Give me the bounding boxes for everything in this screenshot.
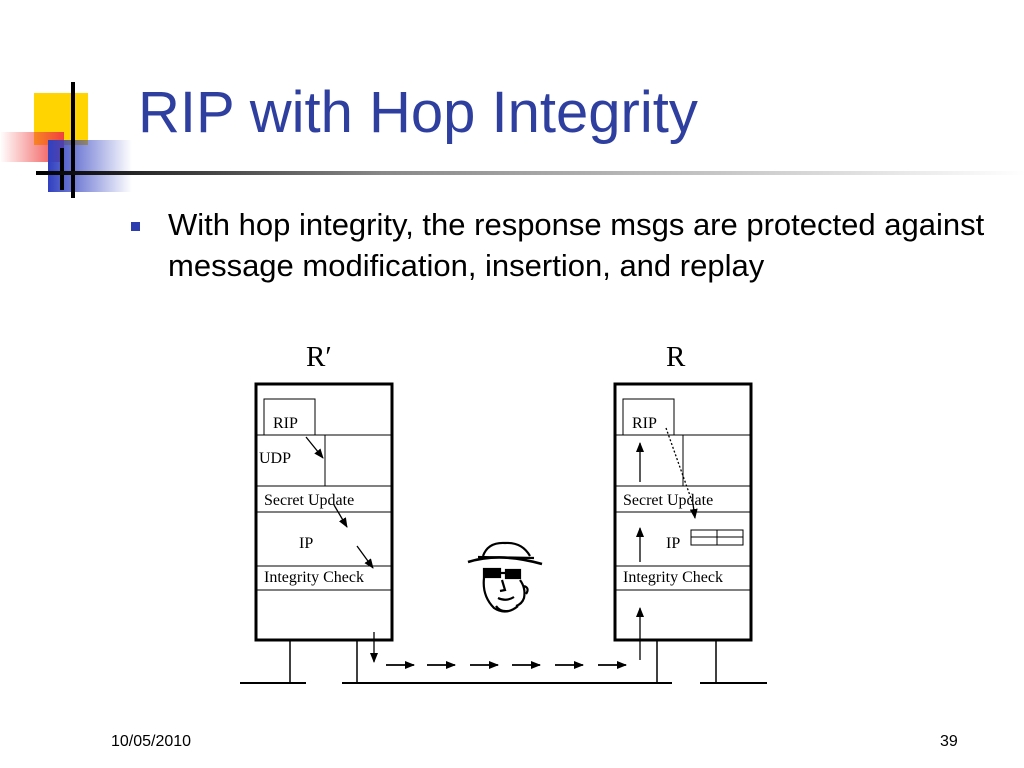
slide-title: RIP with Hop Integrity: [138, 80, 698, 145]
footer-page-number: 39: [940, 733, 958, 750]
spy-face-icon: [467, 541, 543, 613]
footer-date: 10/05/2010: [111, 733, 192, 750]
right-integrity-check-label: Integrity Check: [623, 569, 723, 586]
title-underline: [36, 171, 1024, 175]
left-rip-label: RIP: [273, 415, 298, 432]
bullet-marker: [131, 222, 140, 231]
left-ip-label: IP: [299, 535, 313, 552]
left-udp-label: UDP: [259, 450, 291, 467]
left-integrity-check-label: Integrity Check: [264, 569, 364, 586]
right-router-stack: RIP Secret Update IP Integrity Check: [613, 382, 753, 683]
left-router-stack: RIP UDP Secret Update IP Integrity Check: [254, 382, 394, 683]
right-router-label: R: [666, 341, 686, 373]
bullet-text: With hop integrity, the response msgs ar…: [168, 207, 985, 283]
slide-logo-decoration: [0, 82, 132, 198]
right-ip-label: IP: [666, 535, 680, 552]
right-rip-label: RIP: [632, 415, 657, 432]
left-router-label: R′: [306, 341, 332, 373]
right-secret-update-label: Secret Update: [623, 492, 713, 509]
left-secret-update-label: Secret Update: [264, 492, 354, 509]
